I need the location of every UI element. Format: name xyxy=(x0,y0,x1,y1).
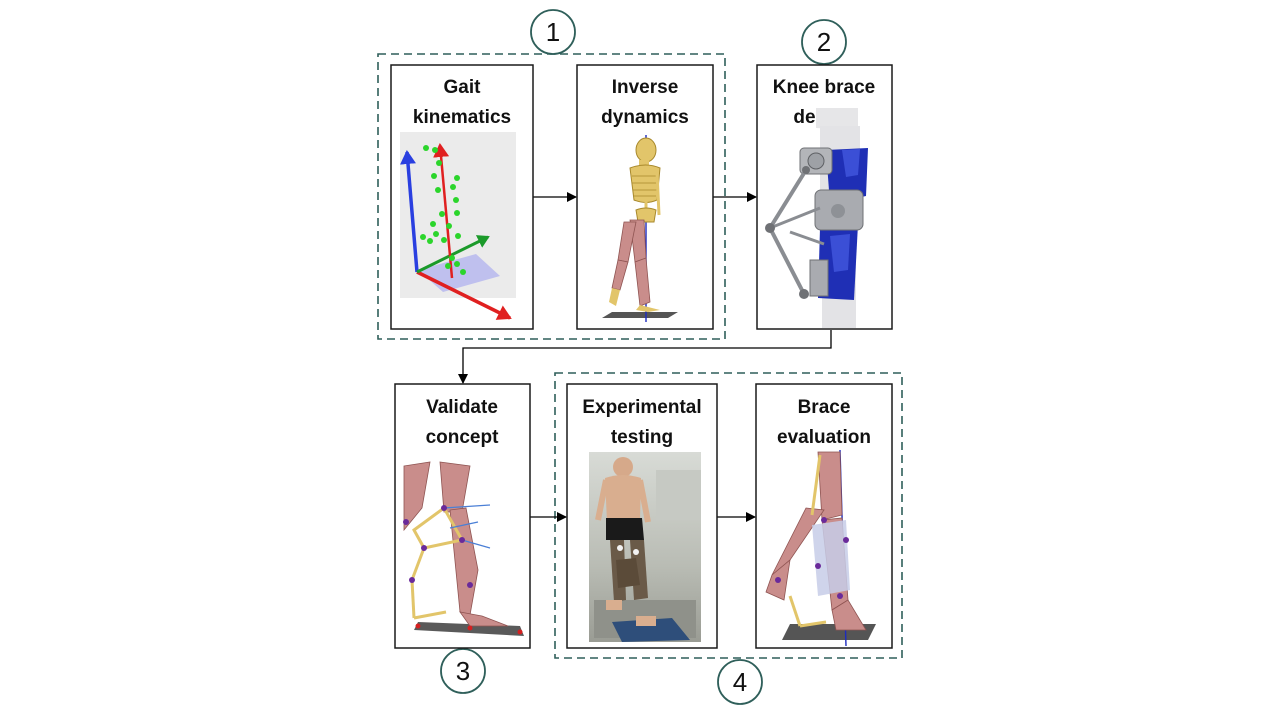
box-validate-concept: Validate concept xyxy=(394,383,531,649)
knee-brace-cad-image xyxy=(765,108,868,328)
experimental-photo-image xyxy=(589,452,701,642)
box-experimental-testing: Experimental testing xyxy=(566,383,718,649)
svg-text:4: 4 xyxy=(733,667,747,697)
svg-text:Knee brace: Knee brace xyxy=(773,77,875,98)
svg-text:concept: concept xyxy=(426,427,500,448)
svg-text:2: 2 xyxy=(817,27,831,57)
box-inverse-dynamics: Inverse dynamics xyxy=(576,64,714,330)
step-number-1: 1 xyxy=(530,9,576,55)
group-4-dashed-border xyxy=(554,372,903,659)
svg-text:Inverse: Inverse xyxy=(612,77,679,98)
marker-point-cloud-image xyxy=(400,132,516,320)
svg-text:Experimental: Experimental xyxy=(582,397,701,418)
box-gait-kinematics: Gait kinematics xyxy=(390,64,534,330)
arrow-design-to-validate xyxy=(458,330,832,384)
step-number-2: 2 xyxy=(801,19,847,65)
svg-text:Gait: Gait xyxy=(444,77,482,98)
svg-text:Brace: Brace xyxy=(798,397,851,418)
step-number-4: 4 xyxy=(717,659,763,705)
svg-text:1: 1 xyxy=(546,17,560,47)
skeleton-model-image xyxy=(602,135,678,322)
brace-evaluation-model-image xyxy=(765,449,876,647)
svg-text:3: 3 xyxy=(456,656,470,686)
box-brace-evaluation: Brace evaluation xyxy=(755,383,893,649)
svg-text:dynamics: dynamics xyxy=(601,107,689,128)
box-knee-brace-design: Knee brace design xyxy=(756,64,893,330)
svg-text:Validate: Validate xyxy=(426,397,498,418)
step-number-3: 3 xyxy=(440,648,486,694)
svg-text:kinematics: kinematics xyxy=(413,107,511,128)
svg-text:testing: testing xyxy=(611,427,673,448)
validate-leg-model-image xyxy=(403,461,524,636)
svg-text:evaluation: evaluation xyxy=(777,427,871,448)
